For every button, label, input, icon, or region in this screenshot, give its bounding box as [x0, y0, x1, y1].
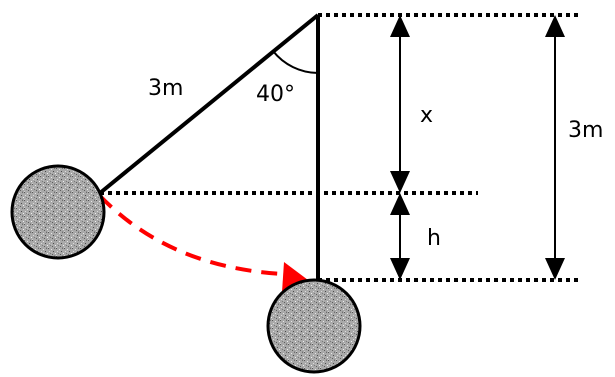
bob-start	[10, 164, 106, 260]
x-label: x	[420, 103, 433, 128]
pendulum-rope-angled	[98, 13, 320, 195]
total-height-arrow-up	[545, 15, 565, 37]
angle-arc	[272, 50, 319, 74]
rope-length-label: 3m	[148, 76, 183, 101]
h-label: h	[427, 226, 441, 251]
swing-path	[98, 194, 285, 276]
h-arrow-down	[390, 258, 410, 280]
x-arrow-up	[390, 15, 410, 37]
total-height-arrow-down	[545, 258, 565, 280]
angle-label: 40°	[256, 82, 295, 107]
x-arrow-down	[390, 171, 410, 193]
total-height-label: 3m	[568, 118, 603, 143]
bob-end	[266, 278, 362, 374]
h-arrow-up	[390, 193, 410, 215]
swing-path-arrowhead	[282, 262, 308, 292]
